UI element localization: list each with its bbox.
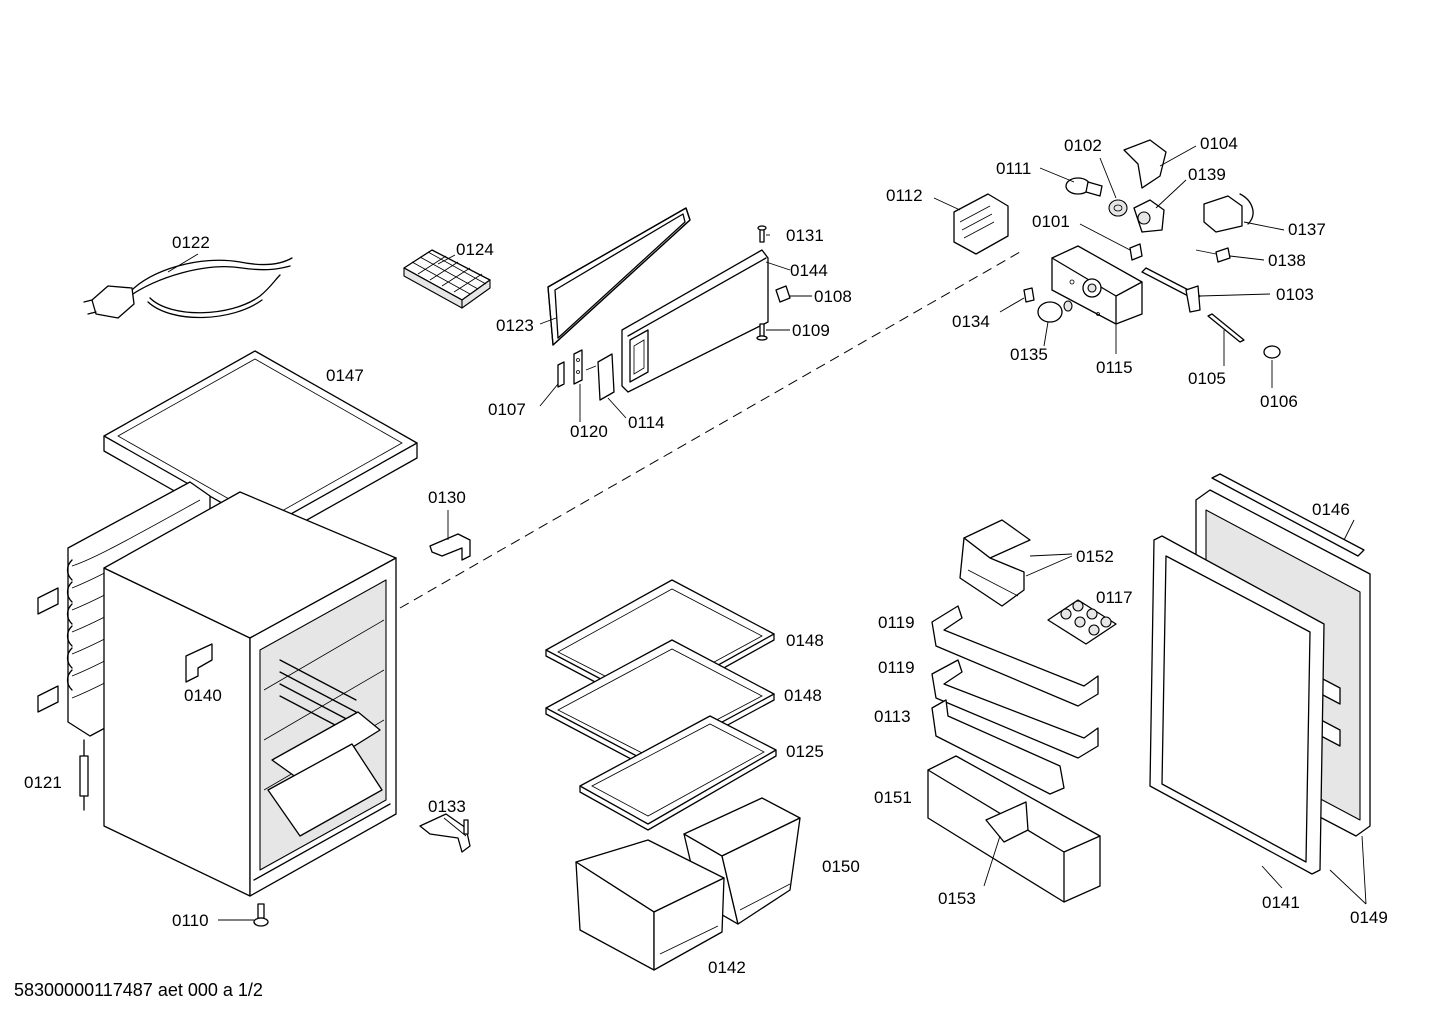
label-0117: 0117 [1096,588,1133,607]
door-rail-0119-lower [931,659,1099,759]
label-0152: 0152 [1076,547,1114,566]
label-0102: 0102 [1064,136,1102,155]
screw-0109 [756,323,768,341]
label-0119-lower: 0119 [878,658,915,677]
label-0105: 0105 [1188,369,1226,388]
label-0114: 0114 [628,413,665,432]
clip-part-0134 [1023,287,1035,303]
label-0106: 0106 [1260,392,1298,411]
cover-part-0104 [1123,139,1167,189]
label-0111: 0111 [996,159,1031,178]
housing-part-0112 [953,193,1009,255]
cap-part-0106 [1263,345,1281,359]
label-0151: 0151 [874,788,912,807]
label-0104: 0104 [1200,134,1238,153]
door-gasket-0146 [1211,473,1365,557]
label-0121: 0121 [24,773,62,792]
label-0137: 0137 [1288,220,1326,239]
label-0110: 0110 [172,911,209,930]
label-0130: 0130 [428,488,466,507]
door-frame-0141 [1149,535,1325,875]
label-0131: 0131 [786,226,824,245]
label-0142: 0142 [708,958,746,977]
label-0140: 0140 [184,686,222,705]
latch-part-0107 [557,361,565,388]
knob-part-0135 [1037,300,1073,323]
shelf-part-0125 [579,715,777,831]
connector-part-0138 [1195,247,1231,263]
divider-0153 [985,801,1029,843]
screw-0131 [757,225,767,243]
label-0103: 0103 [1276,285,1314,304]
bracket-part-left-top [37,587,59,615]
egg-tray-0117 [1047,599,1117,645]
ice-tray-part [403,249,491,309]
door-rail-0113 [931,699,1065,795]
label-0149: 0149 [1350,908,1388,927]
freezer-door-part [621,249,769,393]
label-0108: 0108 [814,287,852,306]
label-0109: 0109 [792,321,830,340]
bracket-part-0140 [185,643,213,683]
switch-part-0137 [1203,193,1254,233]
label-0123: 0123 [496,316,534,335]
label-0124: 0124 [456,240,494,259]
label-0148-upper: 0148 [786,631,824,650]
label-0147: 0147 [326,366,364,385]
label-0107: 0107 [488,400,526,419]
leader-lines [167,145,1367,921]
lamp-holder-0102 [1108,199,1128,217]
label-0115: 0115 [1096,358,1133,377]
capillary-part-0105 [1207,313,1245,343]
crisper-part-0142 [575,839,725,971]
label-0120: 0120 [570,422,608,441]
label-0101: 0101 [1032,212,1070,231]
label-0139: 0139 [1188,165,1226,184]
label-0133: 0133 [428,797,466,816]
label-0146: 0146 [1312,500,1350,519]
label-0141: 0141 [1262,893,1300,912]
label-0119-upper: 0119 [878,613,915,632]
hinge-part-0133 [419,813,471,853]
cabinet-part [66,481,397,897]
label-0125: 0125 [786,742,824,761]
filter-drier-0121 [79,739,89,811]
catch-part-0120 [573,349,597,385]
label-0135: 0135 [1010,345,1048,364]
label-0122: 0122 [172,233,210,252]
label-0150: 0150 [822,857,860,876]
butter-compartment-0152 [959,519,1031,607]
hinge-part-0108 [775,285,791,303]
clip-part-0101 [1129,243,1143,261]
door-rail-0119-upper [931,605,1099,707]
sensor-part-0103 [1141,267,1201,313]
bracket-part-left-bottom [37,685,59,713]
label-0153: 0153 [938,889,976,908]
label-0134: 0134 [952,312,990,331]
foot-part-0110 [253,903,269,927]
hinge-part-0130 [429,533,471,561]
gasket-part [547,207,691,346]
handle-part-0114 [597,353,615,401]
thermostat-housing-0115 [1051,245,1143,325]
label-0144: 0144 [790,261,828,280]
label-0112: 0112 [886,186,923,205]
drawing-reference-footer: 58300000117487 aet 000 a 1/2 [14,980,263,1000]
label-0113: 0113 [874,707,911,726]
lamp-part-0111 [1065,177,1103,197]
assembly-guide-line [399,251,1021,609]
label-0138: 0138 [1268,251,1306,270]
power-cord-part [83,257,293,319]
label-0148-lower: 0148 [784,686,822,705]
